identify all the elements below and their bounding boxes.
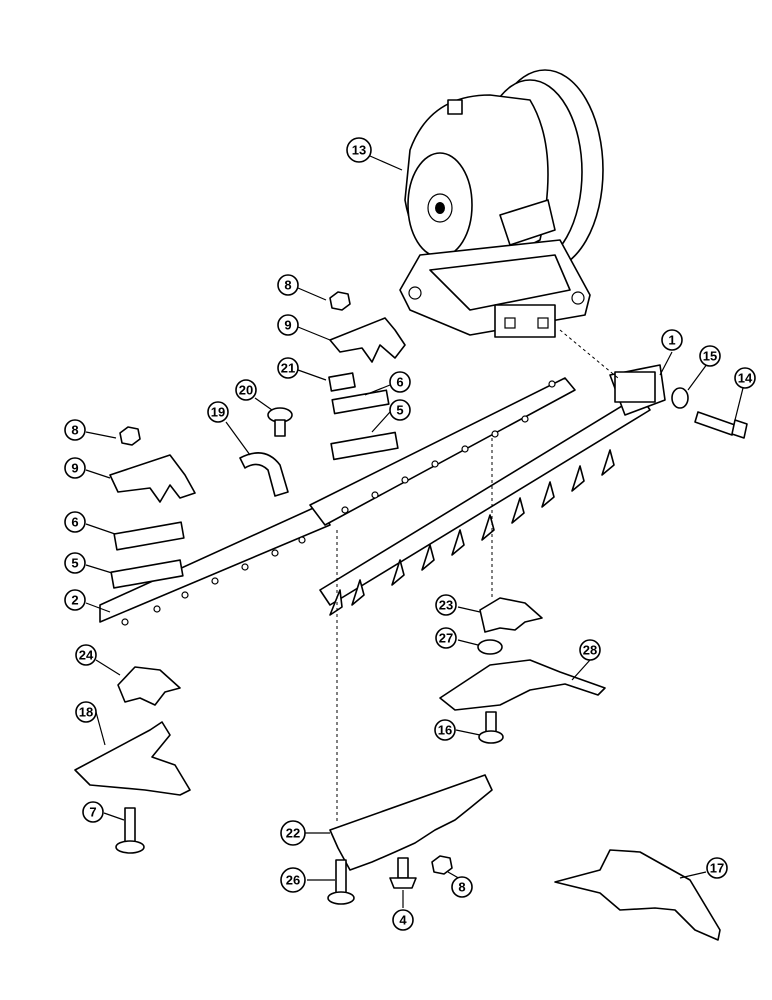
callout-17-label: 17 (710, 861, 724, 876)
part-21-shim (328, 372, 356, 392)
callout-18: 18 (75, 701, 97, 723)
alignment-line-1 (559, 329, 619, 379)
callout-8-bottom: 8 (451, 876, 473, 898)
part-18-plate (74, 721, 191, 796)
part-6-upper-plate (331, 389, 390, 415)
callout-9-left: 9 (64, 457, 86, 479)
callout-4: 4 (392, 909, 414, 931)
callout-19: 19 (207, 401, 229, 423)
callout-21-label: 21 (281, 361, 295, 376)
callout-17: 17 (706, 857, 728, 879)
callout-9-upper-label: 9 (284, 318, 291, 333)
callout-24-label: 24 (79, 648, 94, 663)
part-8-left-nut (119, 426, 141, 446)
callout-13-label: 13 (352, 143, 366, 158)
callout-6-left: 6 (64, 511, 86, 533)
callout-8-bottom-label: 8 (458, 880, 465, 895)
part-2-knife-bar (99, 377, 576, 626)
part-13-drive-unit (399, 69, 604, 338)
callout-22: 22 (280, 820, 306, 846)
callout-2: 2 (64, 589, 86, 611)
callout-20: 20 (235, 379, 257, 401)
part-27-spacer (477, 639, 503, 655)
callout-16-label: 16 (438, 723, 452, 738)
callout-5-upper-label: 5 (396, 403, 403, 418)
callout-8-left: 8 (64, 419, 86, 441)
part-9-upper-guard (329, 317, 406, 363)
callout-27-label: 27 (439, 631, 453, 646)
part-19-clamp (239, 452, 289, 497)
part-9-left-guard (109, 454, 196, 503)
part-6-left-plate (113, 521, 185, 551)
part-26-bolt (327, 859, 355, 905)
part-8-upper-nut (329, 291, 351, 311)
callout-21: 21 (277, 357, 299, 379)
part-4-bolt (389, 857, 417, 889)
callout-15-label: 15 (703, 349, 717, 364)
callout-14: 14 (734, 367, 756, 389)
callout-1: 1 (661, 329, 683, 351)
callouts: 13 8 9 21 6 5 20 19 8 9 6 5 2 1 15 14 23… (64, 137, 756, 931)
callout-5-upper: 5 (389, 399, 411, 421)
part-28-plate (439, 659, 606, 711)
callout-28-label: 28 (583, 643, 597, 658)
callout-6-upper-label: 6 (396, 375, 403, 390)
part-17-shoe (554, 849, 721, 941)
part-24-guard (117, 666, 181, 706)
callout-7-label: 7 (89, 805, 96, 820)
callout-5-left-label: 5 (71, 556, 78, 571)
callout-16: 16 (434, 719, 456, 741)
part-14-bolt (694, 411, 748, 439)
callout-9-left-label: 9 (71, 461, 78, 476)
part-16-bolt (478, 711, 504, 744)
callout-15: 15 (699, 345, 721, 367)
part-15-washer (671, 387, 689, 409)
callout-8-upper-label: 8 (284, 278, 291, 293)
callout-6-left-label: 6 (71, 515, 78, 530)
callout-27: 27 (435, 627, 457, 649)
callout-4-label: 4 (399, 913, 407, 928)
callout-19-label: 19 (211, 405, 225, 420)
part-23-guard (479, 597, 543, 633)
part-22-guard-assembly (329, 774, 493, 871)
callout-23-label: 23 (439, 598, 453, 613)
callout-13: 13 (346, 137, 372, 163)
callout-23: 23 (435, 594, 457, 616)
callout-9-upper: 9 (277, 314, 299, 336)
callout-26: 26 (280, 867, 306, 893)
part-1-knife-head (614, 371, 656, 403)
part-8-bottom-nut (431, 855, 453, 875)
callout-2-label: 2 (71, 593, 78, 608)
callout-8-left-label: 8 (71, 423, 78, 438)
callout-28: 28 (579, 639, 601, 661)
callout-5-left: 5 (64, 552, 86, 574)
callout-22-label: 22 (286, 826, 300, 841)
callout-18-label: 18 (79, 705, 93, 720)
part-5-upper-plate (330, 431, 399, 461)
callout-8-upper: 8 (277, 274, 299, 296)
callout-14-label: 14 (738, 371, 753, 386)
callout-20-label: 20 (239, 383, 253, 398)
part-5-left-plate (110, 559, 184, 589)
leader-lines (85, 155, 746, 908)
part-20-carriage-bolt (267, 407, 293, 437)
callout-24: 24 (75, 644, 97, 666)
callout-1-label: 1 (668, 333, 675, 348)
callout-26-label: 26 (286, 873, 300, 888)
part-7-bolt (115, 807, 145, 854)
callout-6-upper: 6 (389, 371, 411, 393)
callout-7: 7 (82, 801, 104, 823)
